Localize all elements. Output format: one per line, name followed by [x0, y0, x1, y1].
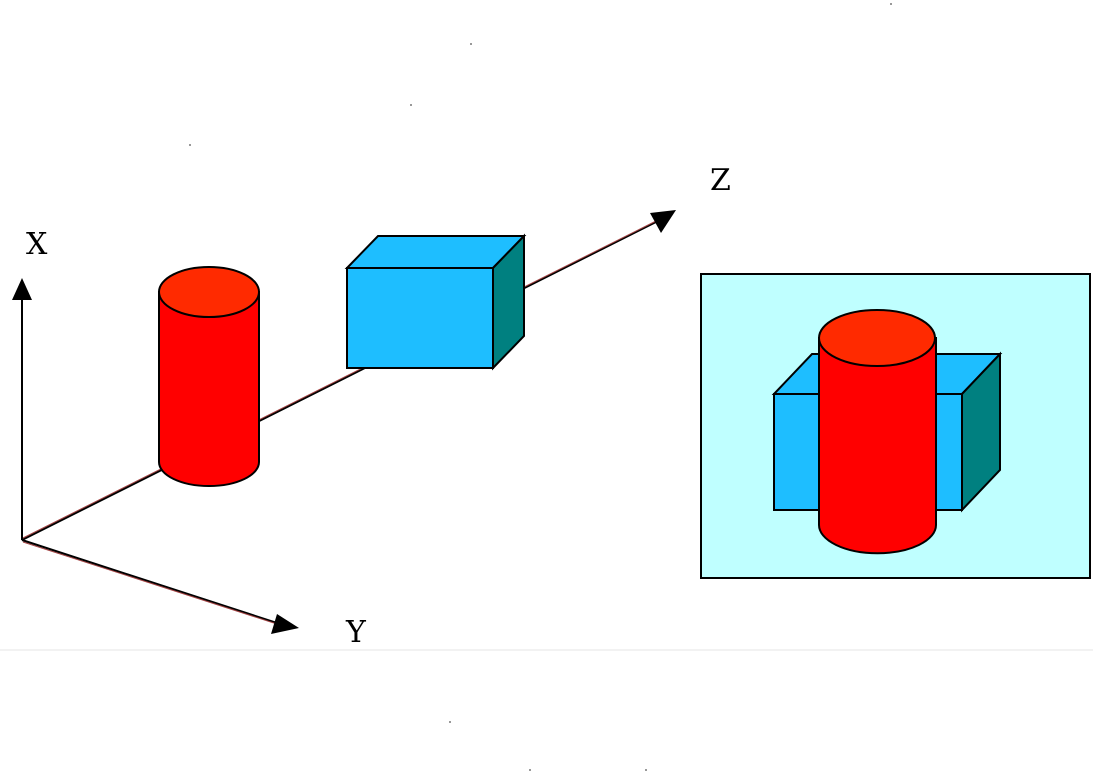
y-axis-tint	[22, 541, 281, 626]
x-axis	[12, 278, 32, 540]
y-axis-label: Y	[345, 615, 367, 650]
box-front-face	[346, 267, 494, 369]
cylinder-top	[158, 266, 260, 318]
z-axis	[21, 210, 676, 541]
projected-cylinder	[818, 309, 937, 555]
cylinder-body	[158, 291, 260, 487]
x-axis-label: X	[26, 227, 48, 262]
z-axis-arrowhead	[650, 210, 676, 233]
projection-view	[700, 273, 1091, 579]
stray-specks	[189, 3, 892, 771]
cyan-box	[344, 233, 527, 371]
x-axis-arrowhead	[12, 278, 32, 300]
y-axis	[21, 539, 299, 634]
projected-cylinder-body	[818, 337, 937, 555]
z-axis-line	[21, 219, 661, 541]
y-axis-line	[21, 539, 281, 625]
z-axis-tint	[22, 218, 661, 539]
red-cylinder	[158, 266, 260, 487]
y-axis-arrowhead	[271, 614, 299, 634]
projected-cylinder-top	[818, 309, 936, 367]
z-axis-label: Z	[710, 163, 731, 198]
